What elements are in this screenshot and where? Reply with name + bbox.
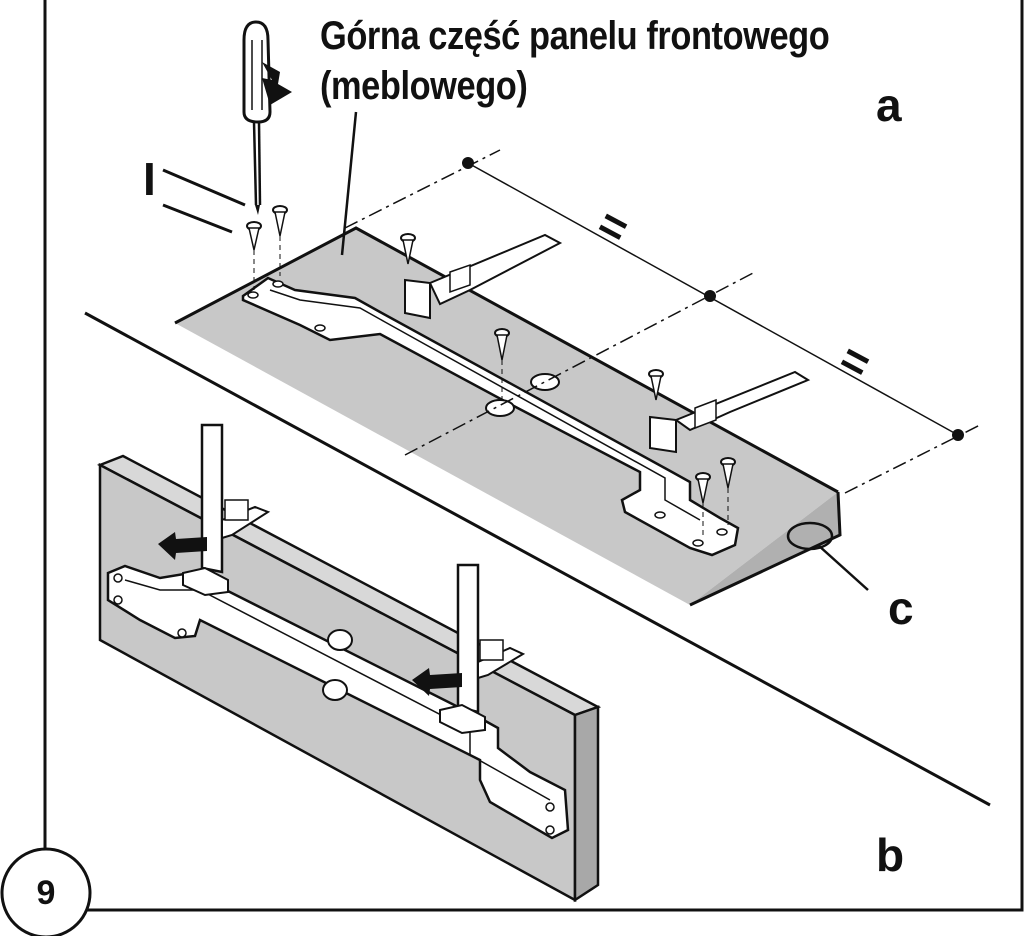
spacer-tool-a-left (404, 233, 563, 320)
arrow-left-icon (412, 668, 462, 696)
step-number: 9 (36, 874, 56, 912)
label-a: a (876, 79, 902, 131)
screw (494, 328, 510, 400)
spacer-tool-a-right (649, 370, 811, 454)
diagram-title-line-2: (meblowego) (320, 64, 528, 108)
label-c: c (888, 582, 914, 634)
screws-panel-a (246, 205, 736, 535)
label-b: b (876, 829, 905, 881)
arrow-left-icon (158, 532, 207, 560)
bracket-a (241, 276, 740, 557)
spacer-tool-b-left (182, 423, 271, 597)
screw (648, 369, 664, 401)
screw (272, 205, 288, 276)
push-arrow-icon (262, 62, 292, 105)
label-i: I (143, 153, 156, 205)
step-circle (0, 847, 92, 936)
screw (720, 457, 736, 525)
screw (246, 221, 262, 290)
dimension-lines (344, 149, 981, 494)
outer-frame (43, 0, 1024, 912)
spacer-tool-b-right (439, 563, 526, 735)
screw (695, 472, 711, 535)
screw (400, 233, 416, 265)
divider-line (84, 311, 991, 807)
diagram-title-line-1: Górna część panelu frontowego (320, 14, 830, 58)
highlight-circle-c (786, 521, 834, 551)
leader-lines (162, 111, 869, 591)
screwdriver-icon (242, 20, 272, 215)
bracket-b (106, 564, 570, 840)
